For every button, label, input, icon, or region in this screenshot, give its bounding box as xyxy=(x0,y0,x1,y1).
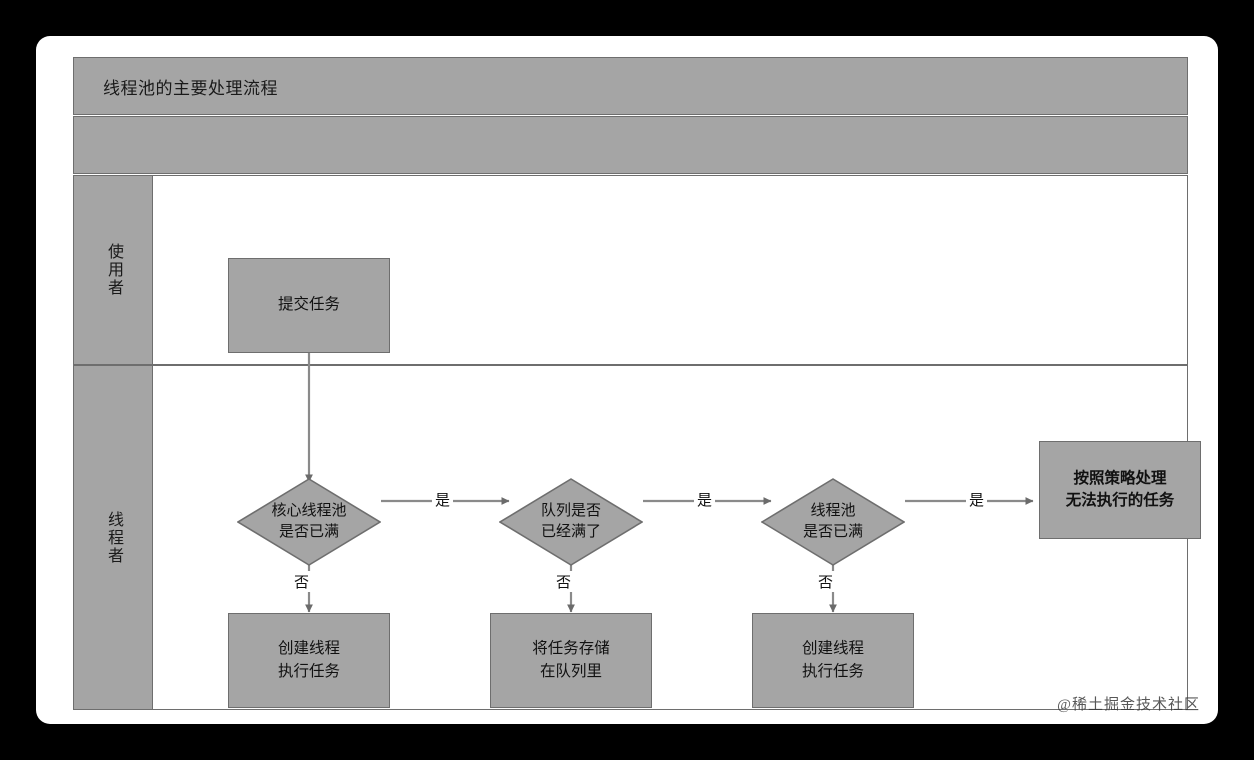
node-create-thread-1-line2: 执行任务 xyxy=(277,662,340,680)
edge-label-queue-no: 否 xyxy=(553,571,575,592)
node-pool-full-label: 线程池 是否已满 xyxy=(761,478,905,566)
edge-label-pool-no: 否 xyxy=(815,571,837,592)
node-core-pool-full-line2: 是否已满 xyxy=(278,524,339,540)
node-queue-full-line1: 队列是否 xyxy=(540,503,601,519)
edge-label-queue-yes: 是 xyxy=(694,489,716,510)
edge-label-core-no: 否 xyxy=(291,571,313,592)
swimlane-header-user: 使用者 xyxy=(74,176,153,364)
screenshot-card: 线程池的主要处理流程 使用者 线程者 xyxy=(36,36,1218,724)
node-core-pool-full[interactable]: 核心线程池 是否已满 xyxy=(237,478,381,566)
node-reject-policy[interactable]: 按照策略处理 无法执行的任务 xyxy=(1039,441,1201,539)
node-create-thread-2-line1: 创建线程 xyxy=(801,640,864,658)
node-store-in-queue[interactable]: 将任务存储 在队列里 xyxy=(490,613,652,708)
swimlane-label-thread: 线程者 xyxy=(105,510,122,565)
node-queue-full-label: 队列是否 已经满了 xyxy=(499,478,643,566)
node-create-thread-2[interactable]: 创建线程 执行任务 xyxy=(752,613,914,708)
node-store-in-queue-line2: 在队列里 xyxy=(539,662,602,680)
edge-label-core-yes: 是 xyxy=(432,489,454,510)
node-submit-task[interactable]: 提交任务 xyxy=(228,258,390,353)
node-create-thread-1-line1: 创建线程 xyxy=(277,640,340,658)
node-reject-policy-line1: 按照策略处理 xyxy=(1073,469,1167,487)
node-reject-policy-line2: 无法执行的任务 xyxy=(1065,492,1175,509)
swimlane-label-user: 使用者 xyxy=(105,243,122,297)
node-store-in-queue-line1: 将任务存储 xyxy=(532,640,610,658)
node-core-pool-full-label: 核心线程池 是否已满 xyxy=(237,478,381,566)
diagram-title: 线程池的主要处理流程 xyxy=(103,79,278,98)
diagram-subtitle-band xyxy=(73,116,1188,174)
node-queue-full-line2: 已经满了 xyxy=(540,524,601,540)
node-queue-full[interactable]: 队列是否 已经满了 xyxy=(499,478,643,566)
diagram-title-band xyxy=(73,57,1188,115)
node-pool-full-line1: 线程池 xyxy=(810,503,856,519)
swimlane-header-thread: 线程者 xyxy=(74,366,153,709)
watermark: @稀土掘金技术社区 xyxy=(1057,697,1200,713)
node-create-thread-1[interactable]: 创建线程 执行任务 xyxy=(228,613,390,708)
node-submit-task-label: 提交任务 xyxy=(277,296,340,314)
node-core-pool-full-line1: 核心线程池 xyxy=(271,503,347,519)
node-pool-full-line2: 是否已满 xyxy=(802,524,863,540)
edge-label-pool-yes: 是 xyxy=(966,489,988,510)
flowchart-canvas: 提交任务 核心线程池 是否已满 队列是否 已经满了 xyxy=(109,93,1224,746)
node-pool-full[interactable]: 线程池 是否已满 xyxy=(761,478,905,566)
node-create-thread-2-line2: 执行任务 xyxy=(801,662,864,680)
